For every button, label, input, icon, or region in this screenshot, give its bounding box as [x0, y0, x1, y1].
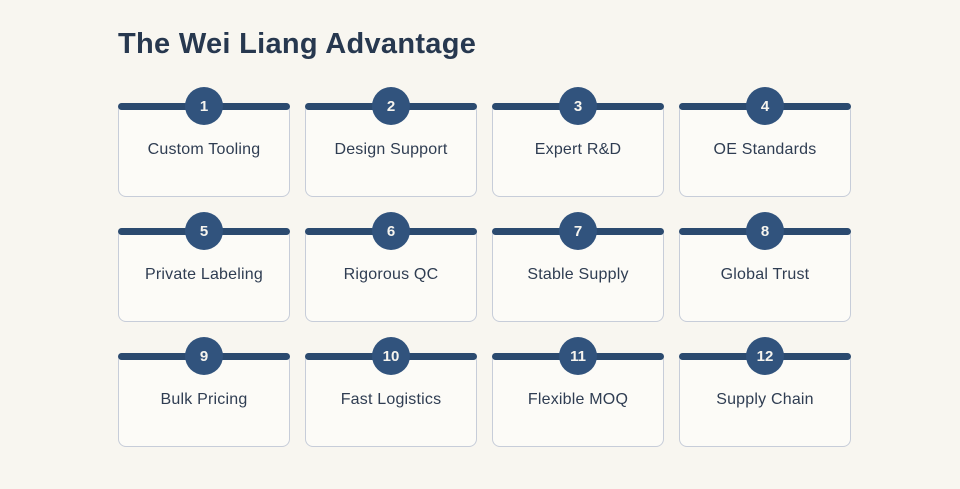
card-label: Stable Supply: [527, 266, 629, 283]
card-number-badge: 1: [185, 87, 223, 125]
card-number-badge: 2: [372, 87, 410, 125]
advantage-card: 4 OE Standards: [679, 87, 851, 197]
card-number-badge: 9: [185, 337, 223, 375]
card-number-badge: 12: [746, 337, 784, 375]
card-label: Expert R&D: [534, 141, 622, 158]
card-number-badge: 3: [559, 87, 597, 125]
card-label: Flexible MOQ: [527, 391, 629, 408]
card-number-badge: 8: [746, 212, 784, 250]
card-label: OE Standards: [713, 141, 817, 158]
card-number-badge: 5: [185, 212, 223, 250]
card-number-badge: 11: [559, 337, 597, 375]
card-label: Bulk Pricing: [160, 391, 248, 408]
card-label: Rigorous QC: [343, 266, 439, 283]
card-label: Fast Logistics: [340, 391, 442, 408]
card-number-badge: 10: [372, 337, 410, 375]
card-label: Supply Chain: [716, 391, 814, 408]
card-number-badge: 7: [559, 212, 597, 250]
card-label: Global Trust: [720, 266, 810, 283]
card-number-badge: 6: [372, 212, 410, 250]
card-label: Design Support: [334, 141, 448, 158]
card-number-badge: 4: [746, 87, 784, 125]
card-label: Private Labeling: [145, 266, 263, 283]
card-label: Custom Tooling: [147, 141, 261, 158]
page-title: The Wei Liang Advantage: [118, 28, 477, 60]
